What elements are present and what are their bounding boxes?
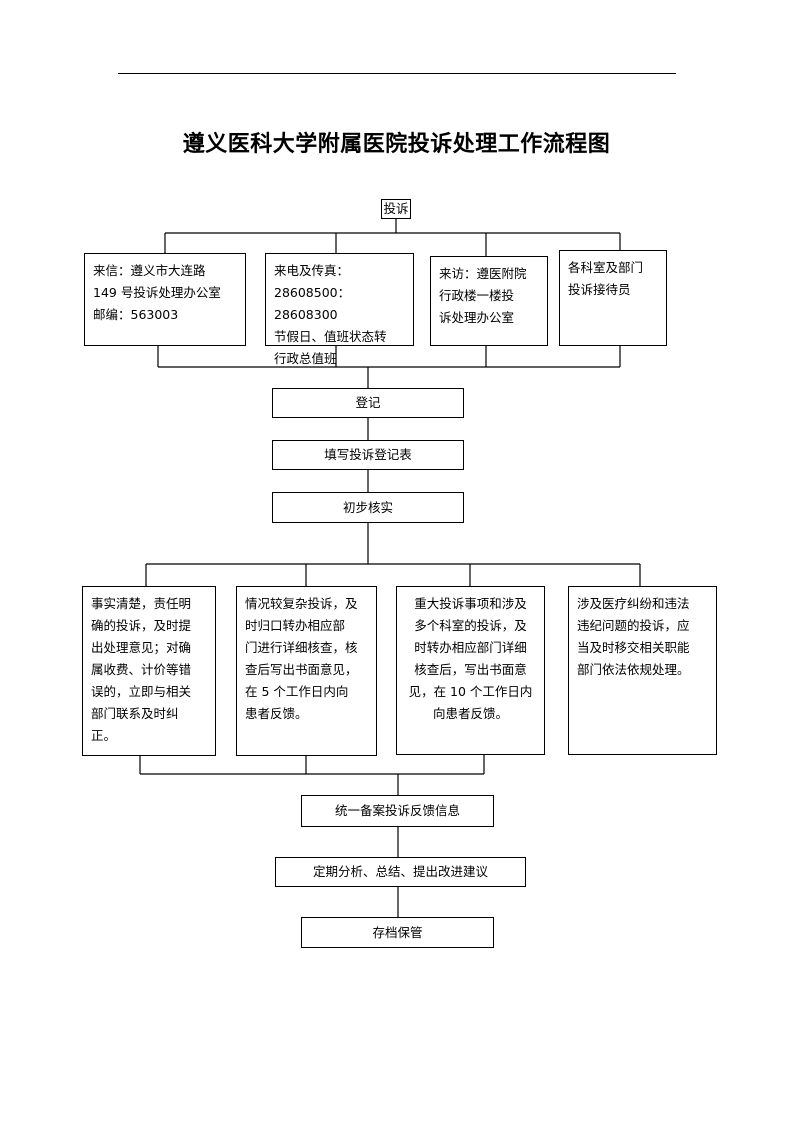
case-medical-dispute: 涉及医疗纠纷和违法 违纪问题的投诉，应 当及时移交相关职能 部门依法依规处理。 bbox=[568, 586, 717, 755]
case-complex: 情况较复杂投诉，及 时归口转办相应部 门进行详细核查，核 查后写出书面意见， 在… bbox=[236, 586, 377, 756]
channel-visit-box: 来访：遵医附院 行政楼一楼投 诉处理办公室 bbox=[430, 256, 548, 346]
channel-letter-box: 来信：遵义市大连路 149 号投诉处理办公室 邮编：563003 bbox=[84, 253, 246, 346]
case-clear-facts: 事实清楚，责任明 确的投诉，及时提 出处理意见；对确 属收费、计价等错 误的，立… bbox=[82, 586, 216, 756]
channel-department-box: 各科室及部门 投诉接待员 bbox=[559, 250, 667, 346]
step-periodic-analysis: 定期分析、总结、提出改进建议 bbox=[275, 857, 526, 887]
header-rule bbox=[118, 73, 676, 74]
step-register: 登记 bbox=[272, 388, 464, 418]
complaint-start-box: 投诉 bbox=[381, 199, 411, 219]
case-major: 重大投诉事项和涉及 多个科室的投诉，及 时转办相应部门详细 核查后，写出书面意 … bbox=[396, 586, 545, 755]
step-initial-verify: 初步核实 bbox=[272, 492, 464, 523]
channel-phone-fax-box: 来电及传真： 28608500：28608300 节假日、值班状态转 行政总值班 bbox=[265, 253, 414, 366]
step-fill-form: 填写投诉登记表 bbox=[272, 440, 464, 470]
step-archive: 存档保管 bbox=[301, 917, 494, 948]
page-title: 遵义医科大学附属医院投诉处理工作流程图 bbox=[182, 132, 611, 157]
step-unified-record: 统一备案投诉反馈信息 bbox=[301, 795, 494, 827]
